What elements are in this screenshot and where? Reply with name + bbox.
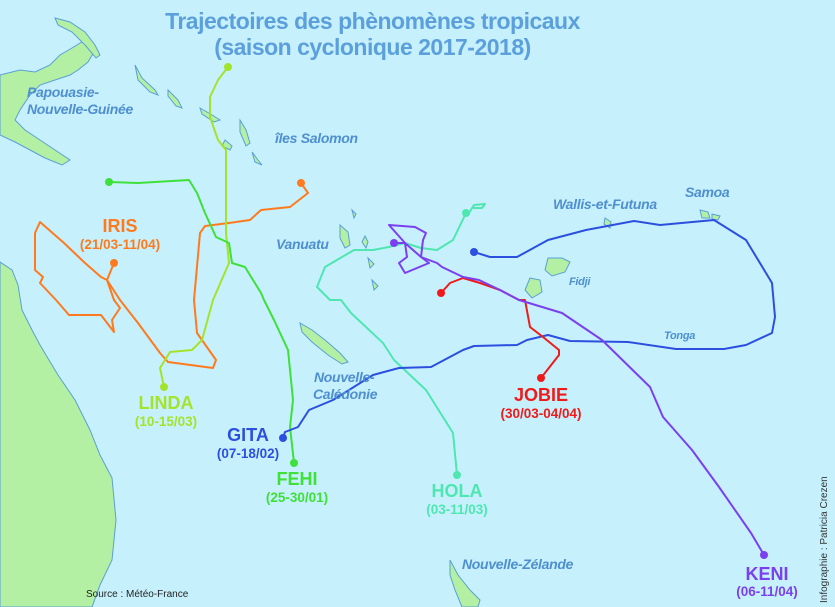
land-new-zealand [449, 559, 481, 607]
place-label-png: Nouvelle-Guinée [27, 101, 133, 117]
place-label-tonga: Tonga [664, 330, 696, 342]
place-label-wallis: Wallis-et-Futuna [553, 196, 657, 212]
storm-name-jobie: JOBIE [513, 385, 569, 405]
storm-name-hola: HOLA [431, 481, 483, 501]
track-fehi-point [290, 459, 298, 467]
place-label-new-zealand: Nouvelle-Zélande [462, 556, 574, 572]
map-title-line1: Trajectoires des phènomènes tropicaux [165, 8, 580, 34]
track-fehi-point [105, 178, 113, 186]
track-jobie-point [537, 374, 545, 382]
place-label-solomon: îles Salomon [275, 130, 358, 146]
storm-dates-keni: (06-11/04) [736, 584, 798, 599]
track-gita-point [279, 434, 287, 442]
land-papua-new-guinea [0, 39, 96, 166]
place-label-samoa: Samoa [685, 184, 730, 200]
land-new-britain [54, 17, 101, 59]
track-jobie-point [437, 289, 445, 297]
track-fehi [108, 179, 295, 464]
land-australia [0, 261, 117, 607]
storm-name-fehi: FEHI [276, 469, 318, 489]
place-label-vanuatu: Vanuatu [276, 236, 329, 252]
storm-dates-linda: (10-15/03) [134, 414, 198, 429]
storm-dates-iris: (21/03-11/04) [79, 237, 161, 252]
storm-dates-fehi: (25-30/01) [265, 490, 329, 505]
track-iris-point [297, 179, 305, 187]
track-iris-point [110, 259, 118, 267]
map-title-line2: (saison cyclonique 2017-2018) [214, 34, 531, 60]
infographic-credit: Infographie : Patricia Crezen [819, 476, 830, 603]
land-new-caledonia [299, 321, 349, 365]
track-hola-point [462, 209, 470, 217]
track-linda-point [224, 63, 232, 71]
track-keni-point [390, 239, 398, 247]
land-samoa [603, 209, 721, 229]
track-hola-point [453, 471, 461, 479]
track-hola [316, 203, 486, 476]
storm-name-gita: GITA [227, 425, 269, 445]
storm-dates-gita: (07-18/02) [216, 446, 280, 461]
storm-name-iris: IRIS [102, 216, 138, 236]
track-gita-point [470, 248, 478, 256]
storm-dates-jobie: (30/03-04/04) [500, 406, 582, 421]
storm-dates-hola: (03-11/03) [426, 502, 488, 517]
place-label-png: Papouasie- [27, 84, 99, 100]
track-iris [34, 182, 309, 369]
track-keni-point [760, 551, 768, 559]
place-label-fiji: Fidji [569, 276, 591, 288]
land-vanuatu [339, 208, 379, 292]
place-label-new-caledonia: Calédonie [313, 386, 378, 402]
place-label-new-caledonia: Nouvelle- [314, 369, 375, 385]
land-solomon-islands [134, 64, 263, 166]
storm-name-keni: KENI [745, 564, 789, 584]
track-linda [159, 66, 230, 388]
land-fiji [524, 257, 571, 299]
source-note: Source : Météo-France [86, 589, 189, 600]
track-gita [282, 219, 776, 439]
storm-name-linda: LINDA [138, 393, 194, 413]
track-linda-point [160, 383, 168, 391]
track-keni [388, 224, 765, 556]
